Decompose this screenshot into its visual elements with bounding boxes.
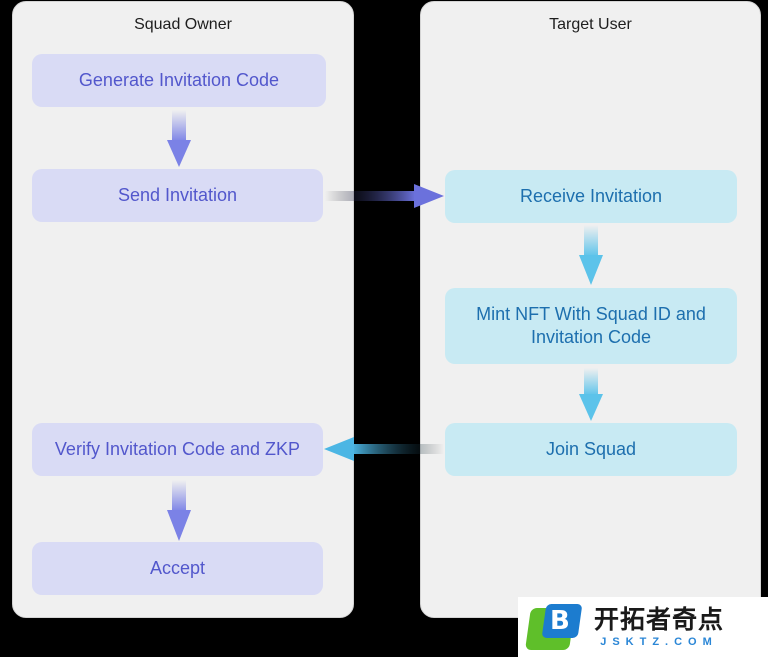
arrow-receive-to-mint [579, 225, 603, 285]
logo-badge-letter: B [550, 606, 570, 636]
logo-badge-icon: B [525, 604, 583, 650]
node-mint-nft: Mint NFT With Squad ID and Invitation Co… [445, 288, 737, 364]
node-generate-invitation-code: Generate Invitation Code [32, 54, 326, 107]
node-send-invitation: Send Invitation [32, 169, 323, 222]
node-label: Join Squad [545, 439, 637, 459]
arrow-join-to-verify [324, 437, 444, 461]
arrow-mint-to-join [579, 368, 603, 421]
node-verify-invitation-code-and-zkp: Verify Invitation Code and ZKP [32, 423, 323, 476]
node-label: Generate Invitation Code [78, 70, 280, 90]
node-label: Accept [149, 558, 206, 578]
logo-text-en: JSKTZ.COM [600, 636, 718, 648]
node-label: Mint NFT With Squad ID and Invitation Co… [476, 304, 706, 347]
watermark-logo: B 开拓者奇点 JSKTZ.COM [518, 597, 768, 657]
node-receive-invitation: Receive Invitation [445, 170, 737, 223]
logo-text-cn: 开拓者奇点 [594, 605, 725, 634]
arrow-send-to-receive [325, 184, 444, 208]
node-label: Receive Invitation [519, 186, 663, 206]
node-label: Verify Invitation Code and ZKP [54, 439, 301, 459]
node-label: Send Invitation [117, 185, 238, 205]
node-join-squad: Join Squad [445, 423, 737, 476]
node-accept: Accept [32, 542, 323, 595]
lane-title-squad-owner: Squad Owner [134, 16, 232, 33]
lane-title-target-user: Target User [549, 16, 632, 33]
arrow-verify-to-accept [167, 480, 191, 541]
arrow-generate-to-send [167, 110, 191, 167]
logo-text: 开拓者奇点 JSKTZ.COM [594, 605, 724, 649]
